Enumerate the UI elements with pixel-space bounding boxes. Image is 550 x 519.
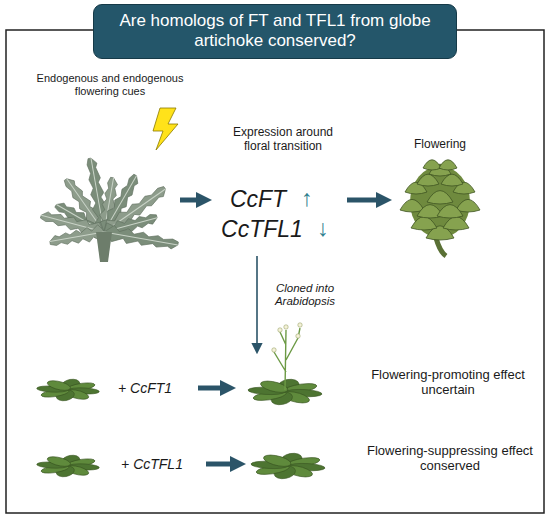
cue-label: Endogenous and endogenous flowering cues: [30, 72, 190, 97]
arabidopsis-rosette: [249, 453, 326, 480]
outcome-label: Flowering: [390, 138, 490, 152]
arabidopsis-rosette: [35, 379, 100, 401]
result-label: Flowering-suppressing effect conserved: [367, 444, 533, 474]
arabidopsis-flowering: [246, 323, 323, 405]
gene-name: CcTFL1: [212, 216, 312, 242]
lightning-bolt: [153, 108, 178, 150]
artichoke-head: [400, 160, 480, 256]
flow-arrow: [206, 462, 238, 467]
step-label: Cloned into Arabidopsis: [262, 282, 348, 308]
flow-arrow: [198, 386, 228, 391]
expression-arrow: ↑: [295, 185, 319, 211]
artichoke-plant: [39, 157, 179, 262]
frame: [6, 30, 544, 513]
flow-arrow: [180, 198, 204, 203]
title-banner: Are homologs of FT and TFL1 from globe a…: [93, 4, 457, 59]
clone-arrow: [256, 256, 258, 352]
result-label: Flowering-promoting effect uncertain: [365, 368, 531, 398]
stage-label: Expression around floral transition: [228, 126, 338, 154]
expression-arrow: ↓: [311, 215, 335, 241]
construct-label: + CcTFL1: [102, 456, 202, 472]
gene-name: CcFT: [218, 186, 298, 212]
flow-arrow: [347, 198, 384, 203]
construct-label: + CcFT1: [100, 380, 190, 396]
arabidopsis-rosette: [35, 455, 100, 477]
